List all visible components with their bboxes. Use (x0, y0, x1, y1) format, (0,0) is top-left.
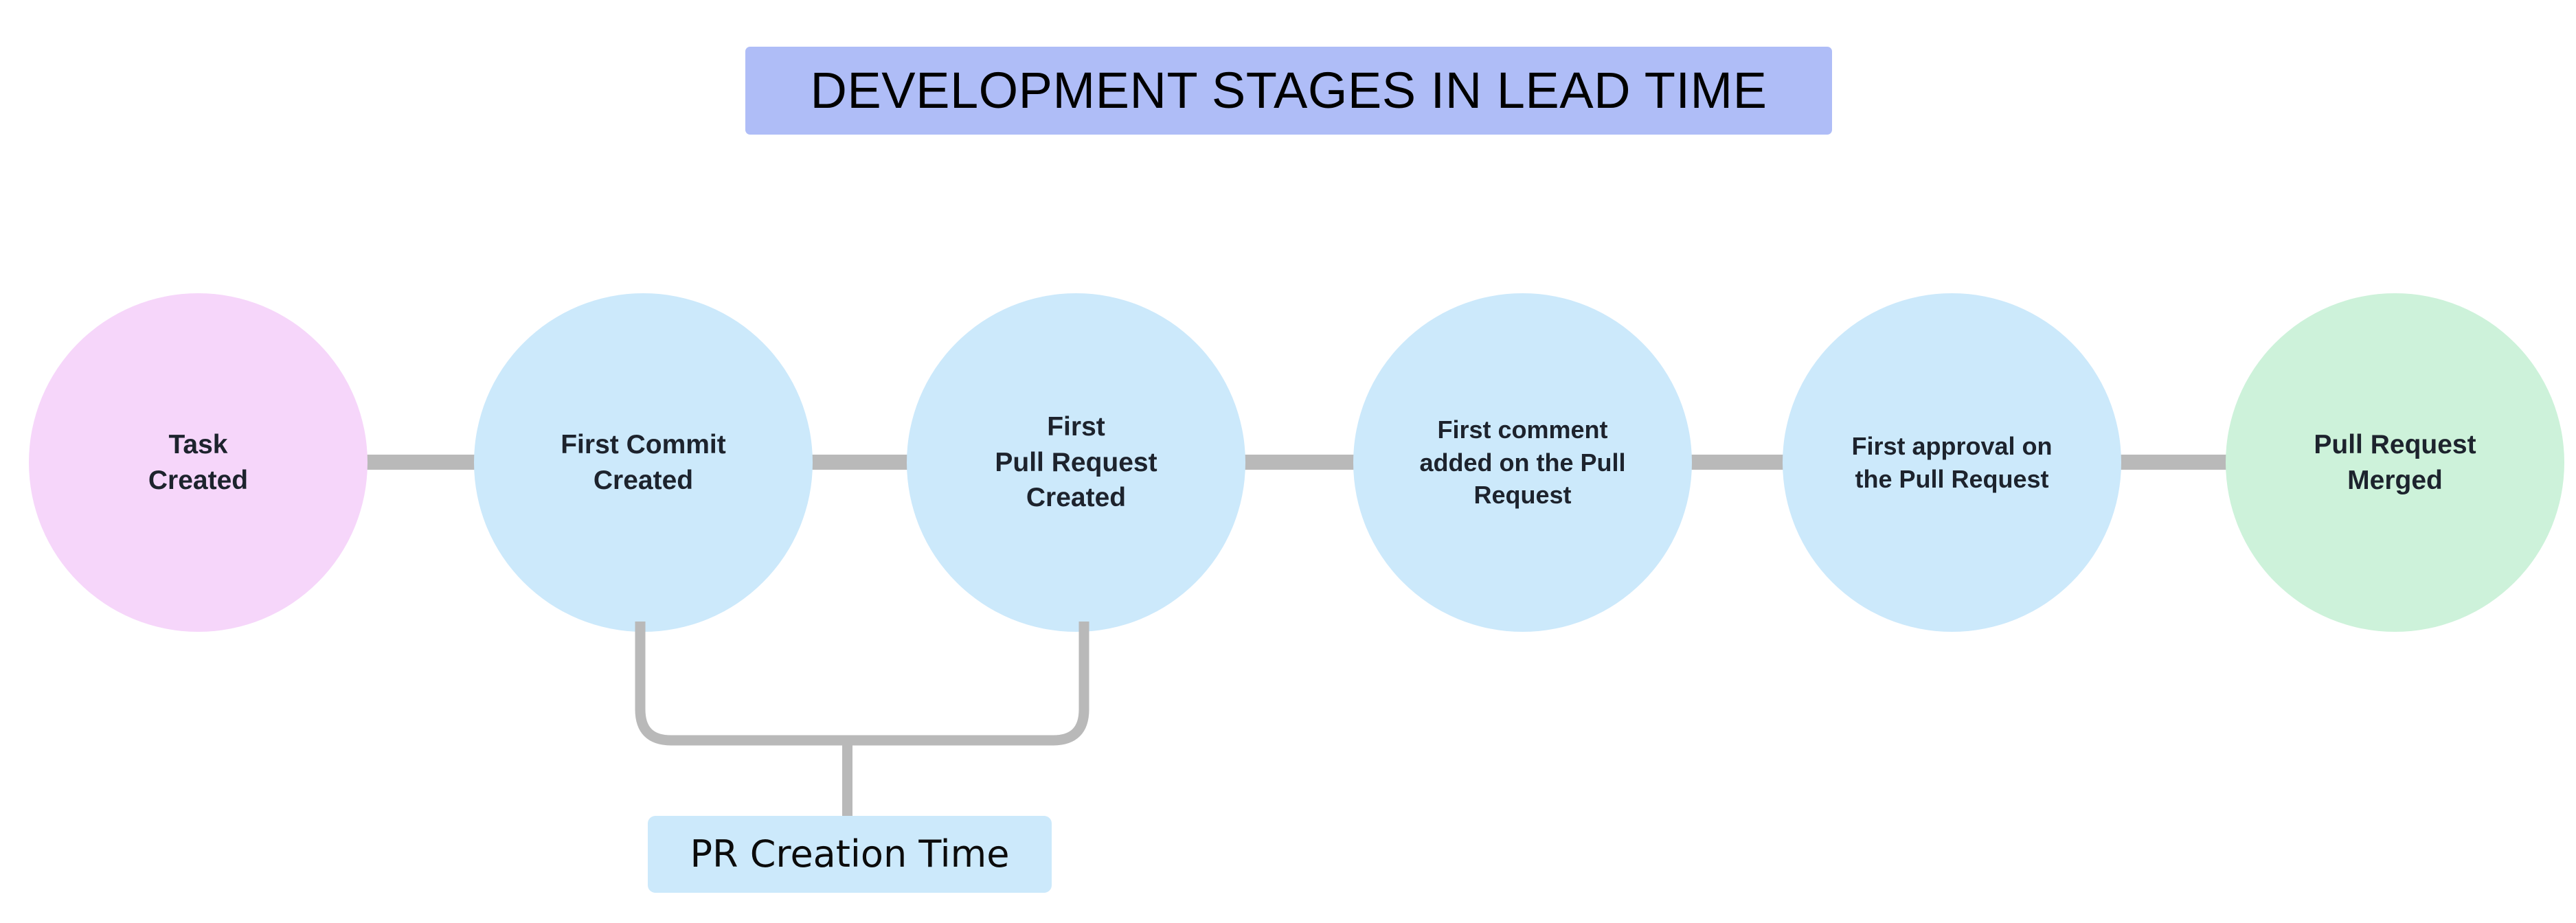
node-first-pull-request-created-label: First Pull Request Created (995, 412, 1157, 513)
connector-comment-to-approval (1690, 455, 1786, 470)
node-pull-request-merged-label: Pull Request Merged (2314, 430, 2476, 495)
node-first-commit-created-label: First Commit Created (561, 430, 726, 495)
node-first-pull-request-created[interactable]: First Pull Request Created (907, 293, 1245, 632)
connector-commit-to-pr (811, 455, 910, 470)
node-task-created[interactable]: Task Created (29, 293, 368, 632)
pr-creation-time-label: PR Creation Time (690, 832, 1010, 876)
connector-approval-to-merged (2119, 455, 2229, 470)
connector-pr-to-comment (1243, 455, 1357, 470)
node-first-comment-on-pull-request-label: First comment added on the Pull Request (1419, 415, 1626, 510)
node-first-approval-on-pull-request[interactable]: First approval on the Pull Request (1783, 293, 2121, 632)
pr-creation-time-label-box[interactable]: PR Creation Time (648, 816, 1052, 893)
node-first-commit-created[interactable]: First Commit Created (474, 293, 813, 632)
pr-creation-time-stem (842, 738, 852, 819)
connector-task-to-commit (364, 455, 477, 470)
node-task-created-label: Task Created (148, 430, 249, 495)
page-title: DEVELOPMENT STAGES IN LEAD TIME (810, 62, 1767, 119)
diagram-title-banner: DEVELOPMENT STAGES IN LEAD TIME (745, 47, 1832, 135)
node-pull-request-merged[interactable]: Pull Request Merged (2226, 293, 2564, 632)
node-first-approval-on-pull-request-label: First approval on the Pull Request (1851, 431, 2053, 493)
node-first-comment-on-pull-request[interactable]: First comment added on the Pull Request (1353, 293, 1692, 632)
pr-creation-time-bracket (625, 622, 1099, 759)
